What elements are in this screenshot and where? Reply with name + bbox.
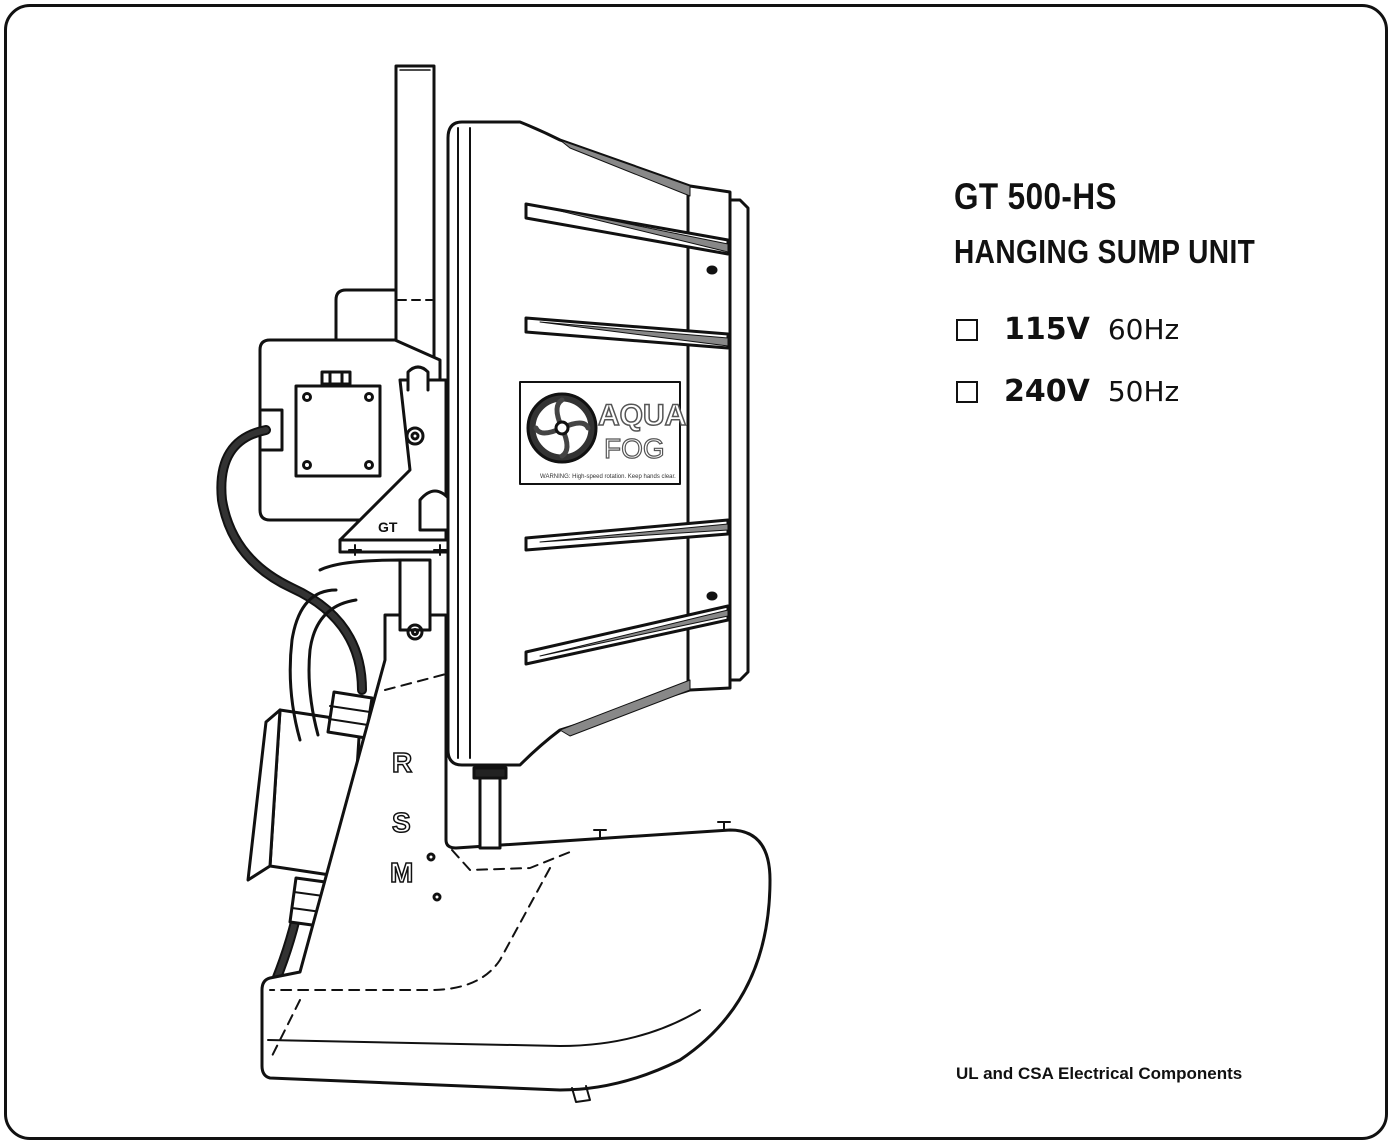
- product-name: HANGING SUMP UNIT: [954, 233, 1256, 270]
- product-code: GT 500-HS: [954, 176, 1117, 217]
- footer-note: UL and CSA Electrical Components: [956, 1064, 1243, 1083]
- voltage-label: 115V: [1004, 312, 1090, 347]
- frequency-label: 60Hz: [1107, 313, 1180, 346]
- drain-pipe: [472, 766, 508, 850]
- sump-letter-s: S: [392, 807, 411, 838]
- fan-housing: [446, 120, 750, 767]
- hanging-post: [394, 64, 436, 368]
- page-border: [4, 4, 1388, 1140]
- checkbox-115v[interactable]: [956, 318, 978, 341]
- mounting-bracket: [338, 365, 452, 556]
- logo-aqua-text: AQUA: [598, 399, 686, 432]
- motor-housing: [258, 288, 442, 522]
- sump-letter-m: M: [390, 857, 413, 888]
- logo-fog-text: FOG: [604, 433, 665, 464]
- hose-loop: [288, 588, 358, 742]
- voltage-label: 240V: [1004, 374, 1090, 409]
- frequency-label: 50Hz: [1107, 375, 1180, 408]
- sump-reservoir: [260, 558, 772, 1103]
- sump-letter-r: R: [392, 747, 412, 778]
- voltage-option-115v[interactable]: 115V 60Hz: [956, 312, 1179, 347]
- bracket-label: GT: [378, 519, 398, 535]
- checkbox-240v[interactable]: [956, 380, 978, 403]
- logo-warning-text: WARNING: High-speed rotation. Keep hands…: [540, 474, 676, 480]
- voltage-option-240v[interactable]: 240V 50Hz: [956, 374, 1179, 409]
